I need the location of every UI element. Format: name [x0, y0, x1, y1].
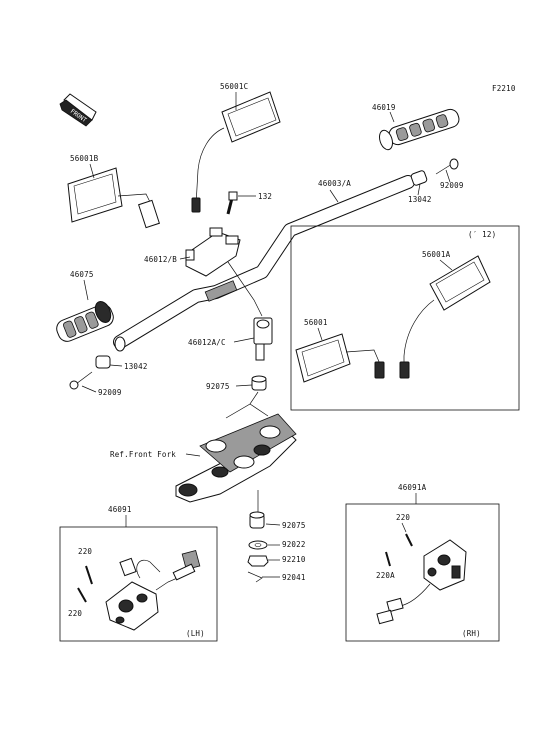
label-46091: 46091 — [108, 505, 132, 514]
bar-end-weight-13042-left[interactable] — [95, 355, 111, 369]
label-220A: 220A — [376, 571, 395, 580]
damper-92075-top[interactable] — [251, 375, 267, 391]
label-92210: 92210 — [282, 555, 306, 564]
label-92022: 92022 — [282, 540, 306, 549]
label-220-rh: 220 — [396, 513, 410, 522]
label-56001C: 56001C — [220, 82, 248, 91]
mirror-56001C[interactable] — [191, 91, 281, 213]
box-rh-switch — [345, 503, 500, 642]
mirror-56001[interactable] — [295, 333, 385, 383]
holder-46012AC[interactable] — [253, 317, 273, 361]
label-220-lh-bottom: 220 — [68, 609, 82, 618]
grip-46075[interactable] — [54, 299, 116, 344]
switch-46091[interactable] — [105, 549, 201, 631]
box-lh-switch — [59, 526, 218, 642]
ref-front-fork: Ref.Front Fork — [110, 450, 176, 459]
label-92075-bottom: 92075 — [282, 521, 306, 530]
label-92041: 92041 — [282, 573, 306, 582]
screw-92009-left[interactable] — [69, 371, 93, 390]
box-2012-mirrors — [290, 225, 520, 411]
front-arrow-icon: FRONT — [59, 93, 97, 127]
screw-220-lh-top[interactable] — [85, 565, 93, 585]
steering-stem-bracket[interactable] — [175, 413, 297, 503]
label-92009-top: 92009 — [440, 181, 464, 190]
mirror-56001B[interactable] — [67, 167, 160, 229]
washer-92022[interactable] — [248, 540, 268, 550]
label-13042-top: 13042 — [408, 195, 432, 204]
label-lh: (LH) — [186, 629, 205, 638]
screw-92009-top[interactable] — [435, 158, 459, 175]
label-220-lh-top: 220 — [78, 547, 92, 556]
label-46075: 46075 — [70, 270, 94, 279]
label-46003A: 46003/A — [318, 179, 351, 188]
label-46019: 46019 — [372, 103, 396, 112]
switch-46091A[interactable] — [376, 539, 467, 625]
grip-46019[interactable] — [377, 107, 461, 151]
label-13042-left: 13042 — [124, 362, 148, 371]
clamp-46012B[interactable] — [185, 227, 241, 277]
label-132: 132 — [258, 192, 272, 201]
label-rh: (RH) — [462, 629, 481, 638]
group-note: (′ 12) — [468, 230, 496, 239]
page-code: F2210 — [492, 84, 516, 93]
screw-220-rh[interactable] — [405, 533, 413, 547]
bolt-132[interactable] — [226, 191, 238, 215]
nut-92210[interactable] — [247, 555, 269, 567]
label-56001B: 56001B — [70, 154, 99, 163]
screw-220-lh-bottom[interactable] — [77, 587, 87, 603]
damper-92075-bottom[interactable] — [249, 511, 265, 529]
label-46012B: 46012/B — [144, 255, 177, 264]
label-56001: 56001 — [304, 318, 328, 327]
label-46012AC: 46012A/C — [188, 338, 226, 347]
label-56001A: 56001A — [422, 250, 451, 259]
mirror-56001A[interactable] — [399, 255, 491, 379]
screw-220A[interactable] — [385, 551, 391, 567]
label-46091A: 46091A — [398, 483, 427, 492]
label-92009-left: 92009 — [98, 388, 122, 397]
clip-92041[interactable] — [247, 571, 263, 583]
bar-end-weight-13042-top[interactable] — [410, 170, 428, 186]
label-92075-top: 92075 — [206, 382, 230, 391]
handlebar-46003A[interactable] — [113, 175, 415, 352]
